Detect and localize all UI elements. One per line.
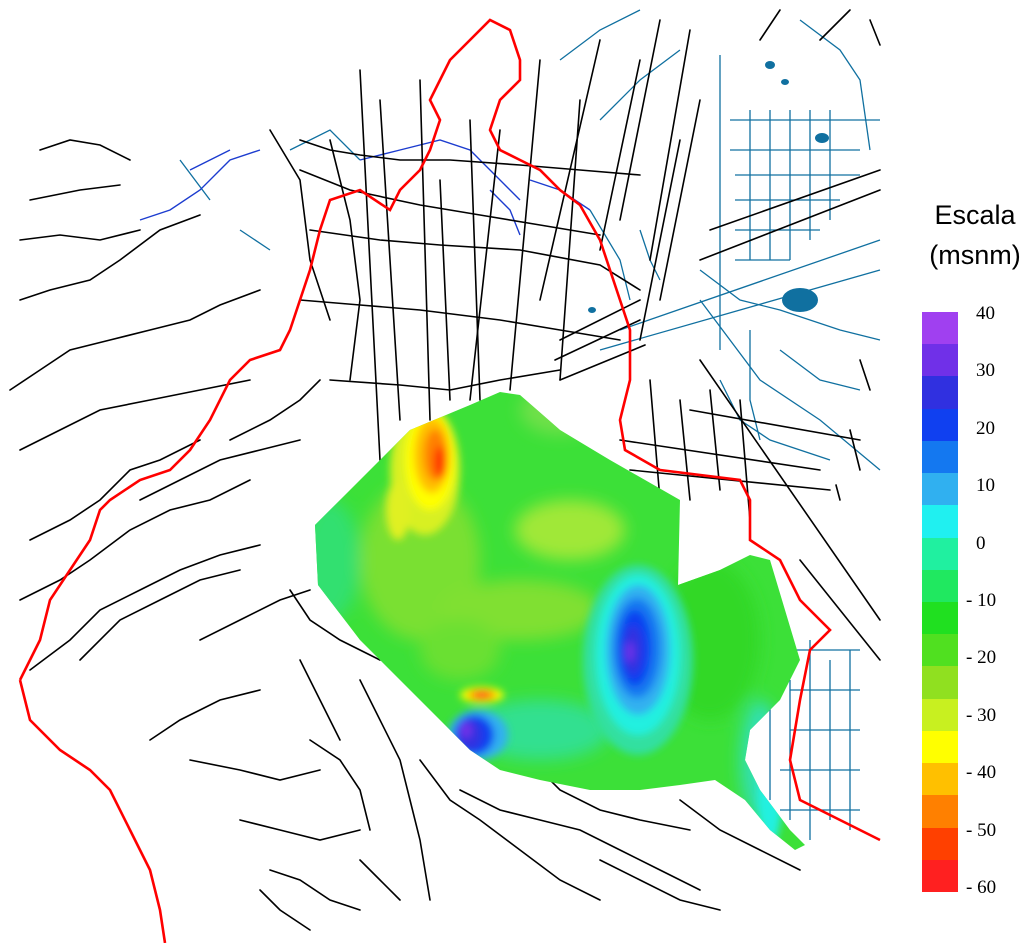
scale-swatch — [922, 473, 958, 506]
scale-swatch — [922, 827, 958, 861]
scale-swatch — [922, 537, 958, 571]
boundary-line — [18, 18, 881, 842]
scale-tick-label: 30 — [976, 360, 995, 382]
scale-swatch — [922, 602, 958, 635]
elevation-contours — [315, 392, 805, 850]
scale-tick-label: 10 — [976, 475, 995, 497]
scale-tick-label: - 50 — [966, 819, 997, 841]
scale-swatch — [922, 505, 958, 539]
scale-swatch — [922, 634, 958, 667]
scale-swatch — [922, 408, 958, 442]
water-bodies — [588, 61, 829, 313]
scale-swatch — [922, 730, 958, 764]
scale-tick-label: - 20 — [966, 647, 997, 669]
scale-swatch — [922, 569, 958, 603]
road-network — [9, 9, 881, 931]
boundary-line-south — [18, 679, 167, 943]
scale-tick-label: - 30 — [966, 704, 997, 726]
scale-swatch — [922, 312, 958, 345]
scale-tick-label: 20 — [976, 417, 995, 439]
scale-tick-label: 40 — [976, 303, 995, 324]
rivers — [139, 139, 591, 236]
scale-tick-label: 0 — [976, 532, 986, 554]
scale-swatch — [922, 344, 958, 377]
scale-swatch — [922, 376, 958, 410]
scale-swatch — [922, 698, 958, 732]
scale-swatch — [922, 763, 958, 796]
water-network — [179, 9, 881, 840]
legend-title: Escala — [934, 200, 1016, 230]
scale-swatch — [922, 795, 958, 829]
scale-swatch — [922, 859, 958, 893]
scale-tick-label: - 60 — [966, 877, 997, 898]
scale-tick-label: - 10 — [966, 590, 997, 611]
scale-swatch — [922, 440, 958, 474]
scale-swatch — [922, 666, 958, 700]
legend-units: (msnm) — [929, 240, 1021, 270]
scale-tick-label: - 40 — [966, 762, 997, 784]
